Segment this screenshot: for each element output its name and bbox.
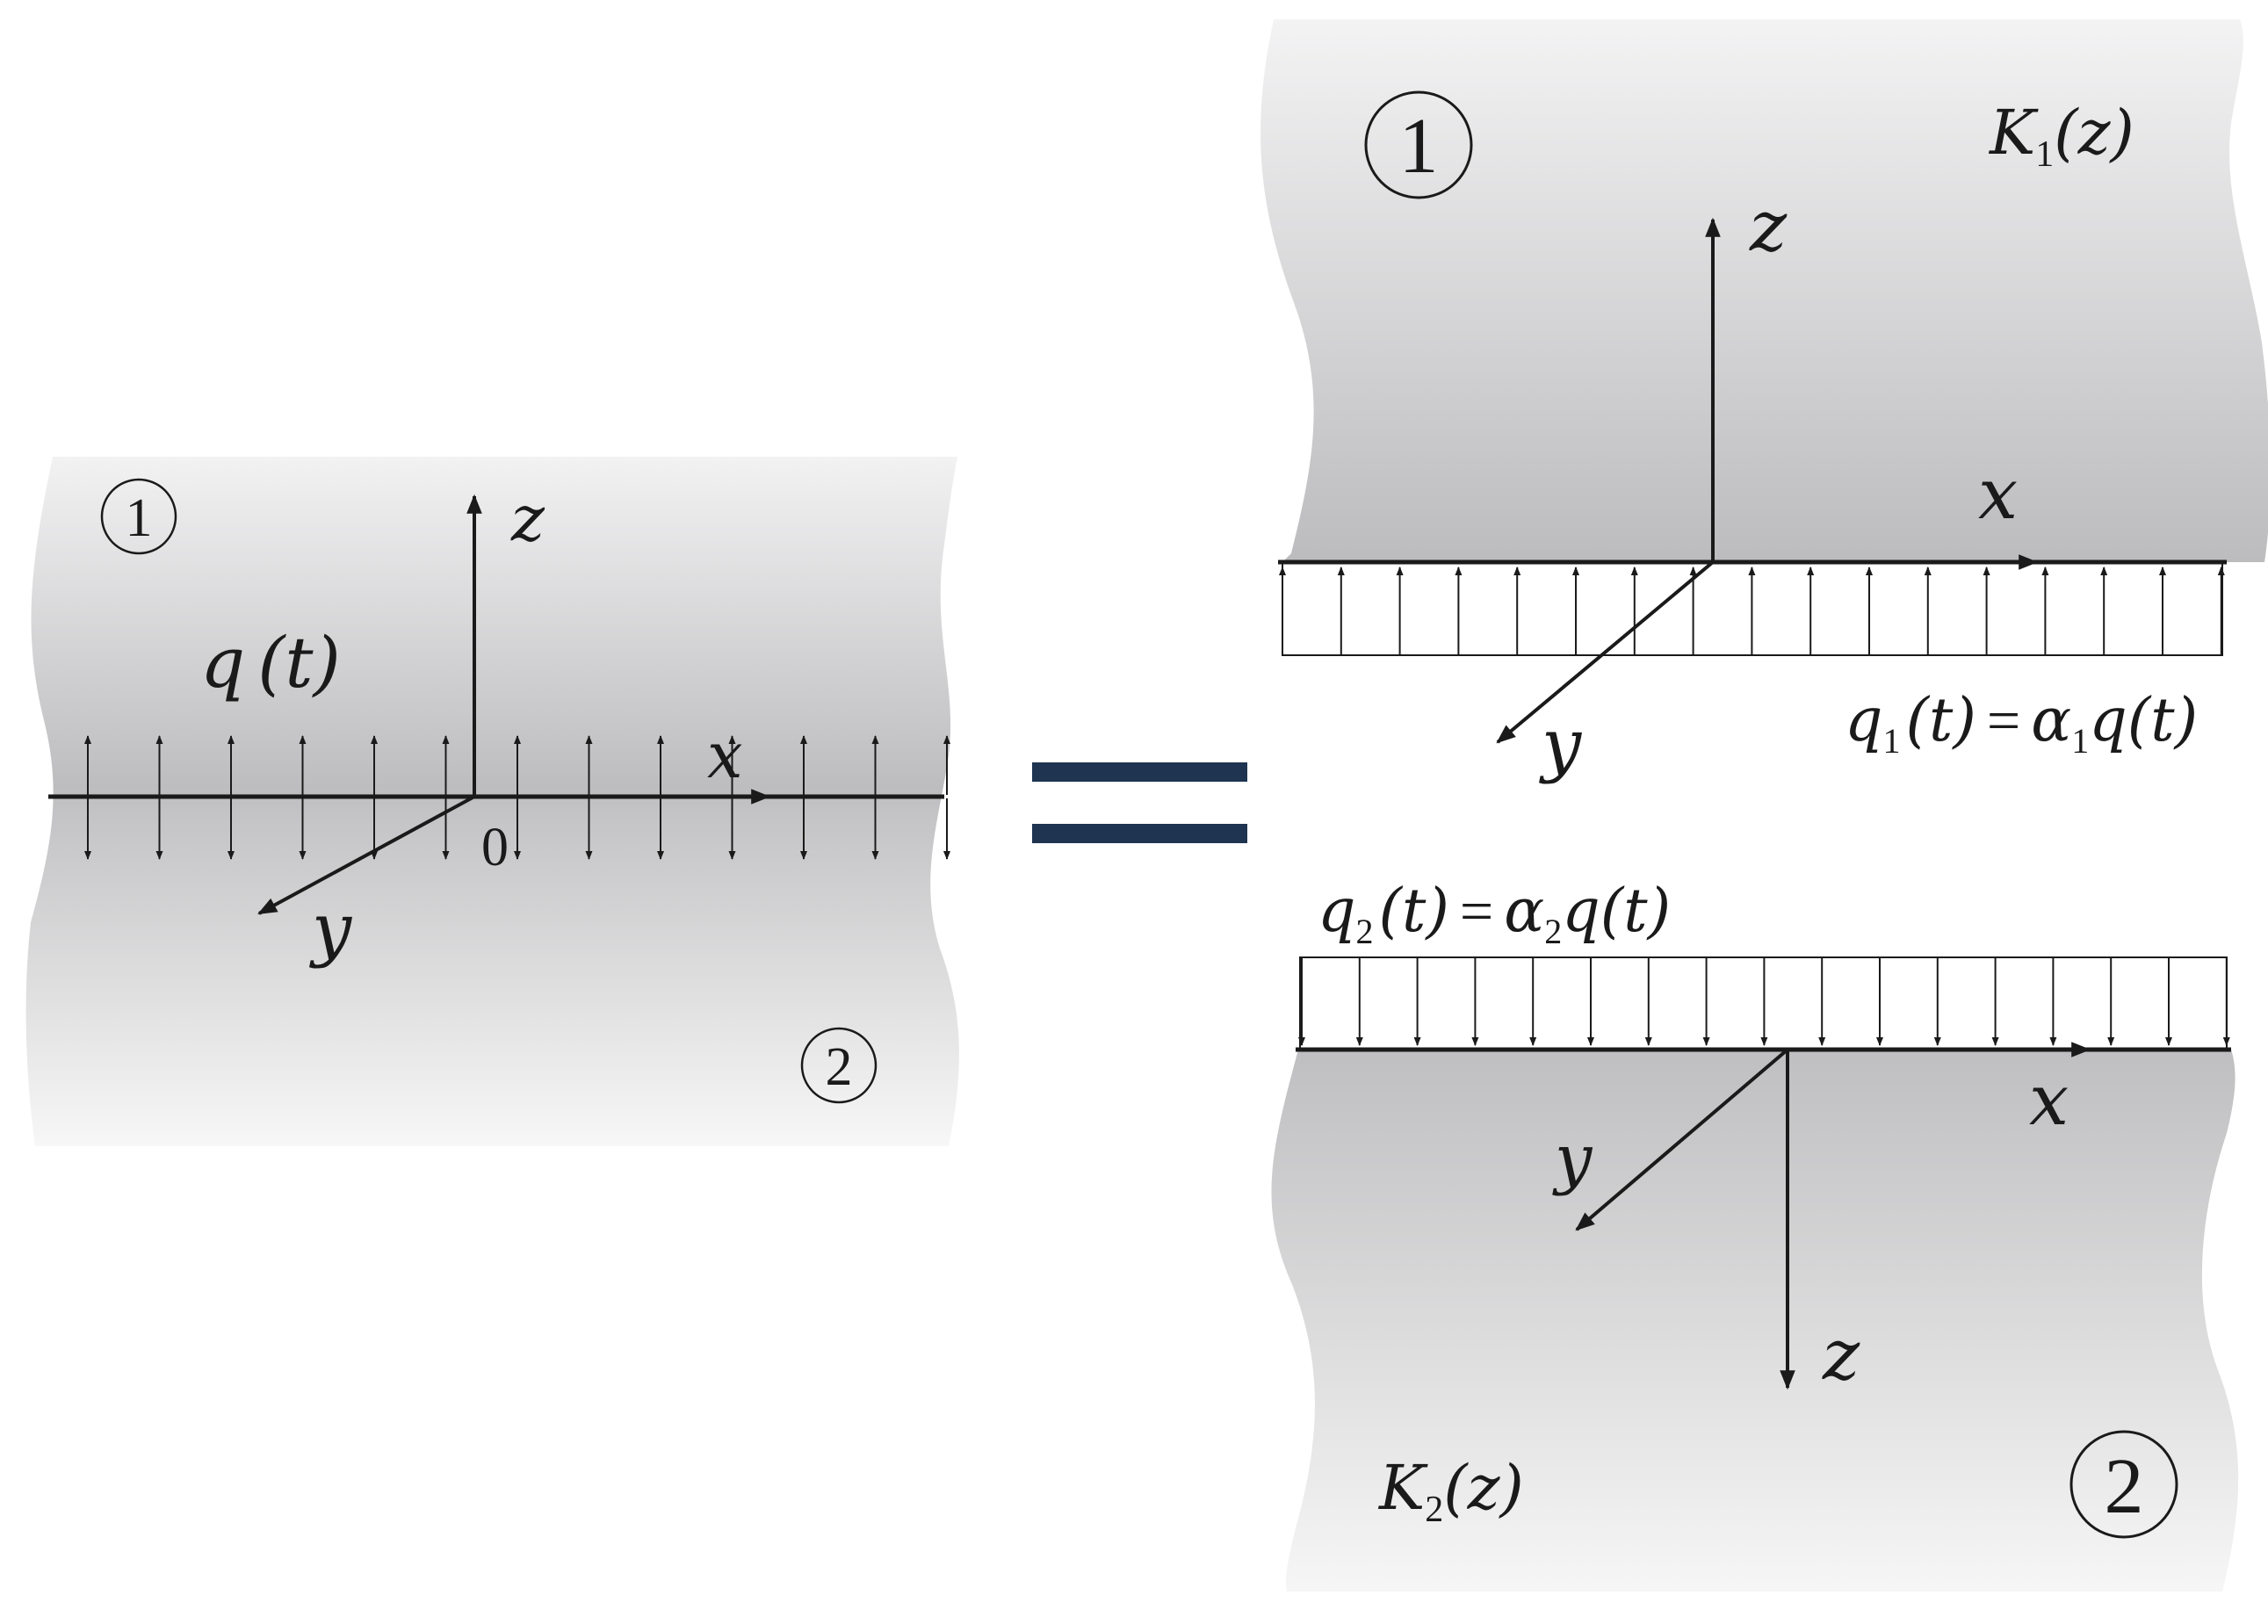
bottom-y-axis (1575, 1048, 1789, 1231)
left-z-label: z (510, 481, 545, 555)
left-layer-2-circle (800, 1027, 878, 1104)
top-load-equation: q1(t)=α1q(t) (1845, 686, 2198, 761)
left-y-label: y (309, 888, 353, 970)
equals-bar-bottom (1032, 824, 1247, 843)
top-z-label: z (1749, 185, 1788, 267)
left-y-axis (257, 795, 475, 915)
bottom-x-label: x (2029, 1059, 2069, 1141)
top-layer-1-circle (1364, 90, 1473, 199)
bottom-load-arrows (1298, 957, 2230, 1046)
left-load-label: q(t) (200, 622, 341, 704)
left-layer-1-circle (100, 478, 177, 555)
left-panel: 1 2 z x y 0 q(t) (25, 457, 959, 1146)
top-medium-block (1260, 19, 2268, 562)
bottom-load-equation: q2(t)=α2q(t) (1318, 877, 1671, 951)
left-origin-label: 0 (481, 818, 509, 877)
right-bottom-panel: q2(t)=α2q(t) x y z K2(z) 2 (1271, 877, 2239, 1592)
top-y-axis (1496, 560, 1715, 744)
left-medium-block (25, 457, 959, 1146)
equals-bar-top (1032, 762, 1247, 782)
left-layer-1-label: 1 (126, 488, 153, 548)
top-x-label: x (1978, 453, 2018, 535)
bottom-stiffness-label: K2(z) (1377, 1452, 1524, 1530)
left-load-arrows (84, 735, 950, 860)
top-load-arrows (1279, 567, 2225, 655)
bottom-y-label: y (1552, 1120, 1593, 1197)
bottom-layer-2-circle (2069, 1430, 2178, 1539)
top-y-label: y (1539, 704, 1583, 785)
bottom-layer-2-label: 2 (2105, 1443, 2144, 1530)
top-layer-1-label: 1 (1399, 103, 1439, 190)
top-stiffness-label: K1(z) (1988, 97, 2134, 175)
left-x-label: x (707, 718, 743, 792)
left-layer-2-label: 2 (826, 1037, 853, 1097)
right-top-panel: 1 K1(z) z x y q1(t)=α1q(t) (1260, 19, 2268, 785)
equals-sign (1032, 762, 1247, 843)
bottom-medium-block (1271, 1050, 2239, 1592)
bottom-z-label: z (1822, 1314, 1860, 1396)
